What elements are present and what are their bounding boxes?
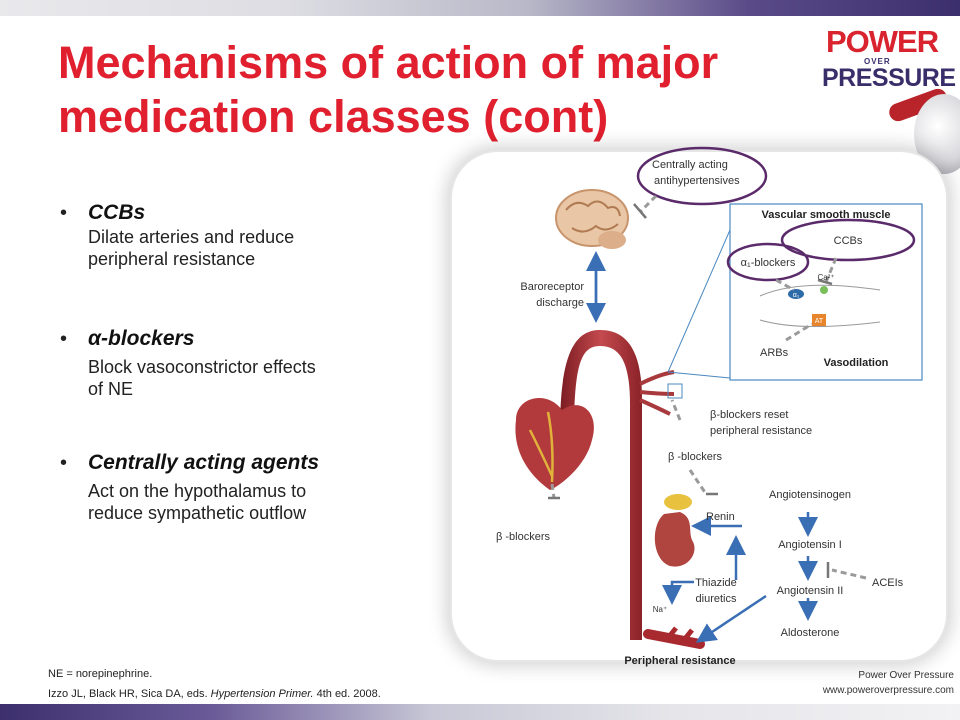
label-aceis: ACEIs: [872, 577, 904, 589]
aortic-branch: [639, 370, 675, 416]
ccbs-highlight-ring: [780, 218, 916, 262]
kidney-illustration: [654, 494, 695, 567]
reference-title: Hypertension Primer.: [210, 688, 314, 700]
alpha-blockers-highlight-ring: [726, 242, 810, 282]
label-baroreceptor-line1: Baroreceptor: [520, 281, 584, 293]
bottom-decorative-bar: [0, 704, 960, 720]
heart-illustration: [515, 397, 594, 490]
bullet-central-agents: • Centrally acting agents Act on the hyp…: [56, 450, 319, 524]
label-thiazide-line2: diuretics: [696, 593, 737, 605]
bullet-body-line: reduce sympathetic outflow: [88, 503, 307, 523]
logo-word-pressure: PRESSURE: [822, 64, 956, 92]
label-ccbs: CCBs: [834, 235, 863, 247]
bullet-ccbs: • CCBs Dilate arteries and reduce periph…: [56, 200, 294, 270]
credit-url: www.poweroverpressure.com: [822, 685, 954, 696]
label-vasodilation: Vasodilation: [824, 357, 889, 369]
calcium-channel-icon: [820, 286, 828, 294]
logo-word-over: OVER: [864, 57, 891, 66]
bullet-body-line: Act on the hypothalamus to: [88, 481, 307, 501]
peripheral-vessel-illustration: [643, 626, 705, 649]
label-angiotensin-i: Angiotensin I: [778, 539, 842, 551]
label-beta-reset-line2: peripheral resistance: [710, 425, 812, 437]
zoom-connector: [667, 229, 731, 379]
label-peripheral-resistance: Peripheral resistance: [624, 655, 735, 667]
label-beta-reset-line1: β-blockers reset: [710, 409, 788, 421]
label-aldosterone: Aldosterone: [781, 627, 840, 639]
bullet-dot-icon: •: [60, 452, 68, 474]
alpha-receptor-label: α₁: [793, 292, 800, 299]
slide-title: Mechanisms of action of major medication…: [58, 36, 778, 144]
label-beta-blockers-upper: β -blockers: [668, 451, 723, 463]
label-thiazide-line1: Thiazide: [695, 577, 737, 589]
label-calcium: Ca²⁺: [817, 273, 834, 282]
label-beta-blockers-heart: β -blockers: [496, 531, 551, 543]
abbreviation-note: NE = norepinephrine.: [48, 668, 153, 680]
slide-credit: Power Over Pressure www.poweroverpressur…: [823, 668, 954, 698]
zoom-source-box: [667, 383, 683, 399]
label-central-line2: antihypertensives: [654, 175, 740, 187]
brain-illustration: [555, 189, 629, 249]
inhibition-bars: [548, 203, 833, 578]
central-agents-highlight-ring: [636, 146, 768, 206]
bullet-body-line: peripheral resistance: [88, 249, 256, 269]
bullet-dot-icon: •: [60, 328, 68, 350]
logo-word-power: POWER: [826, 24, 939, 59]
credit-name: Power Over Pressure: [858, 670, 954, 681]
cell-membrane: [759, 284, 881, 328]
label-baroreceptor-line2: discharge: [536, 297, 584, 309]
label-renin: Renin: [706, 511, 735, 523]
label-arbs: ARBs: [760, 347, 789, 359]
bullet-dot-icon: •: [60, 202, 68, 224]
bullet-body-line: Block vasoconstrictor effects: [88, 357, 316, 377]
aorta-illustration: [560, 330, 642, 640]
reference-authors: Izzo JL, Black HR, Sica DA, eds.: [48, 688, 208, 700]
title-line-1: Mechanisms of action of major: [58, 37, 719, 88]
bullet-heading: CCBs: [88, 201, 146, 224]
footnote: NE = norepinephrine. Izzo JL, Black HR, …: [48, 664, 381, 704]
label-sodium: Na⁺: [653, 605, 667, 614]
bullet-heading: α-blockers: [88, 327, 195, 350]
at-receptor-icon: [812, 314, 826, 326]
inhibition-lines: [550, 194, 867, 580]
alpha-receptor-icon: [788, 289, 804, 299]
title-line-2: medication classes (cont): [58, 91, 609, 142]
pathway-arrows: [586, 251, 818, 643]
label-angiotensin-ii: Angiotensin II: [777, 585, 844, 597]
bullet-body-line: Dilate arteries and reduce: [88, 227, 295, 247]
reference-edition: 4th ed. 2008.: [316, 688, 381, 700]
label-angiotensinogen: Angiotensinogen: [769, 489, 851, 501]
bullet-heading: Centrally acting agents: [88, 451, 320, 474]
at-receptor-label: AT: [815, 318, 824, 325]
reference-citation: Izzo JL, Black HR, Sica DA, eds. Hyperte…: [48, 684, 381, 704]
bullet-body-line: of NE: [88, 379, 134, 399]
bullet-alpha-blockers: • α-blockers Block vasoconstrictor effec…: [56, 326, 316, 400]
label-alpha-blockers: α₁-blockers: [741, 257, 796, 269]
label-vascular-smooth-muscle: Vascular smooth muscle: [762, 209, 891, 221]
label-central-line1: Centrally acting: [652, 159, 728, 171]
top-decorative-bar: [0, 0, 960, 16]
